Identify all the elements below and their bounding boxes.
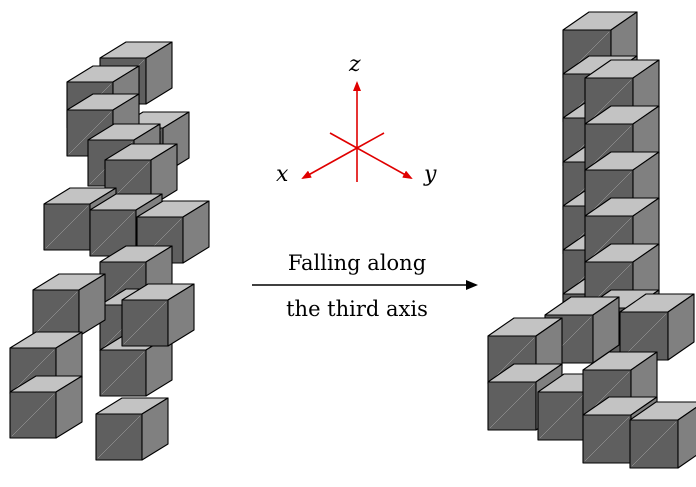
cube (32, 273, 106, 337)
axis-triad: z x y (276, 52, 437, 187)
y-axis-tail (329, 132, 358, 149)
caption-line-2: the third axis (286, 297, 428, 321)
y-axis-label: y (423, 162, 437, 187)
cube (95, 397, 169, 461)
cube (619, 293, 695, 361)
caption-line-1: Falling along (288, 251, 426, 275)
x-axis-arrow (301, 147, 358, 179)
cube (9, 375, 83, 439)
x-axis-tail (356, 132, 385, 149)
cube (629, 401, 696, 469)
x-axis-label: x (276, 162, 289, 187)
cube (121, 283, 195, 347)
y-axis-arrow (356, 147, 413, 179)
standing-figure-cubes (9, 41, 210, 461)
z-axis-label: z (348, 52, 361, 77)
transition-arrow-group: Falling along the third axis (252, 251, 478, 321)
fallen-cubes-stack (487, 11, 696, 469)
